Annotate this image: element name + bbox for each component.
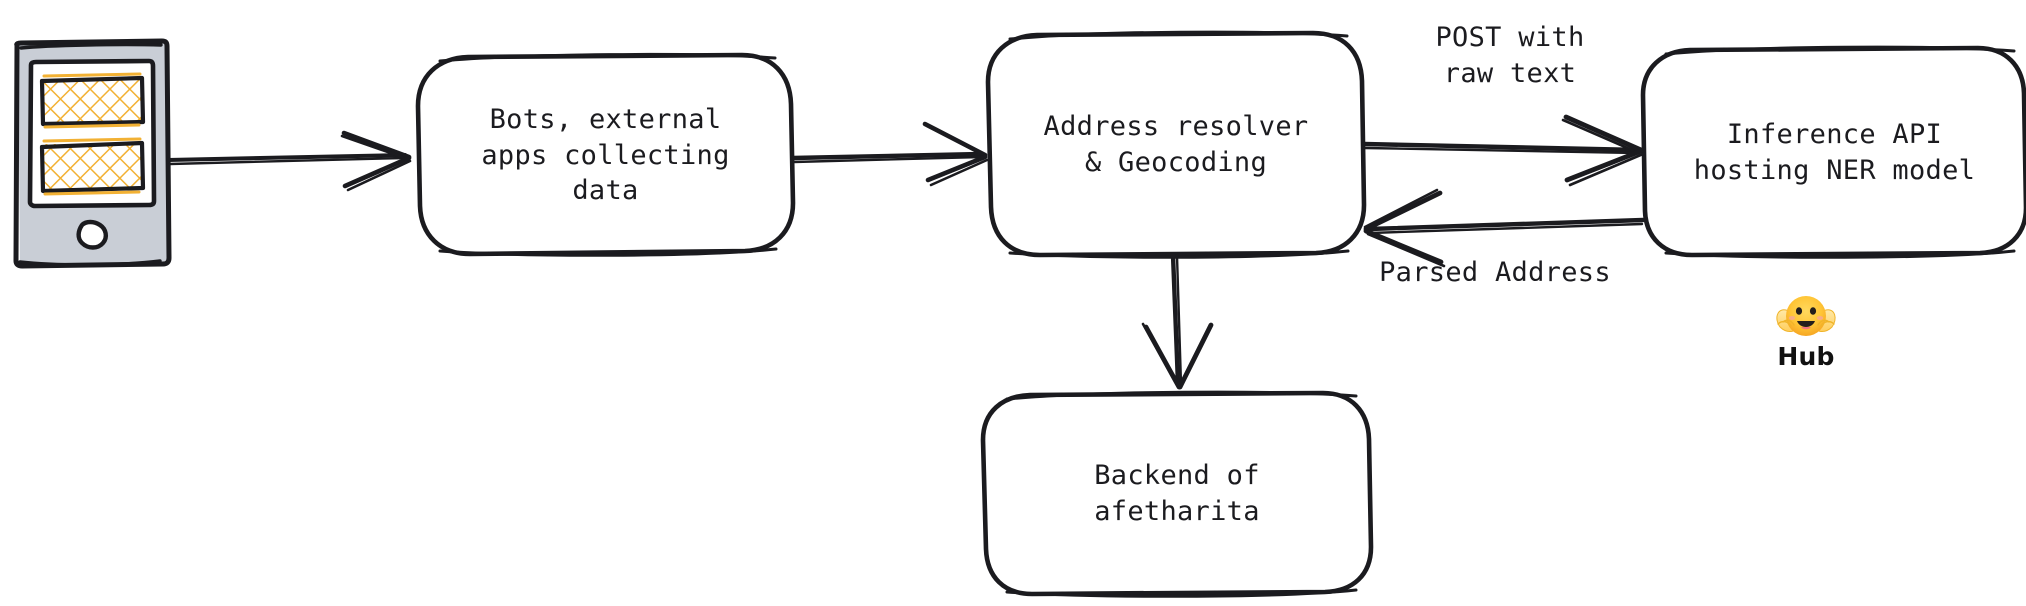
edge-label-parsed-address: Parsed Address xyxy=(1379,257,1611,288)
node-bots-external-apps[interactable] xyxy=(415,52,796,257)
arrow-inference-to-resolver xyxy=(1363,188,1646,268)
arrow-bots-to-resolver xyxy=(790,121,989,187)
arrow-resolver-to-inference xyxy=(1361,114,1645,187)
arrow-phone-to-bots xyxy=(166,130,412,192)
phone-content-block-2 xyxy=(39,137,146,196)
node-address-resolver[interactable] xyxy=(985,30,1367,259)
edge-label-post-with-raw-text: POST with raw text xyxy=(1380,20,1640,91)
hugging-face-emoji-glyph xyxy=(1781,294,1831,340)
edge-label-line: POST with xyxy=(1435,22,1585,53)
hub-caption: Hub xyxy=(1777,342,1835,371)
hugging-face-hub-badge: Hub xyxy=(1776,294,1836,371)
node-inference-api[interactable] xyxy=(1640,45,2026,259)
phone-content-block-1 xyxy=(39,72,146,129)
edge-label-line: raw text xyxy=(1443,57,1577,89)
arrow-resolver-to-backend xyxy=(1141,252,1214,390)
hugging-face-emoji xyxy=(1776,296,1836,336)
mobile-phone-icon xyxy=(13,38,172,269)
node-backend-afetharita[interactable] xyxy=(980,390,1374,598)
